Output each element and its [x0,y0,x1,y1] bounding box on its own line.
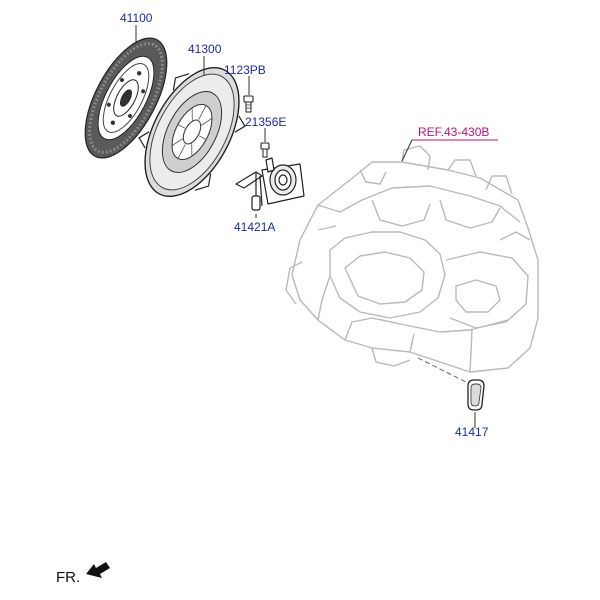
bleeder-screw [260,142,270,158]
reference-label[interactable]: REF.43-430B [418,125,489,139]
plug-dashed-leader [417,357,471,385]
plug [467,379,485,411]
clutch-disc [84,37,168,159]
orientation-label: FR. [56,569,80,586]
label-1123pb[interactable]: 1123PB [224,63,266,77]
front-arrow-icon [86,562,110,578]
label-41300[interactable]: 41300 [188,42,222,56]
bolt [243,95,254,113]
label-21356e[interactable]: 21356E [245,115,286,129]
label-41417[interactable]: 41417 [455,425,489,439]
transmission-case [285,145,539,373]
label-41100[interactable]: 41100 [120,11,153,25]
reference-leader [401,139,413,162]
clutch-cover [138,66,246,198]
label-41421a[interactable]: 41421A [234,220,275,234]
release-cylinder [235,157,305,211]
